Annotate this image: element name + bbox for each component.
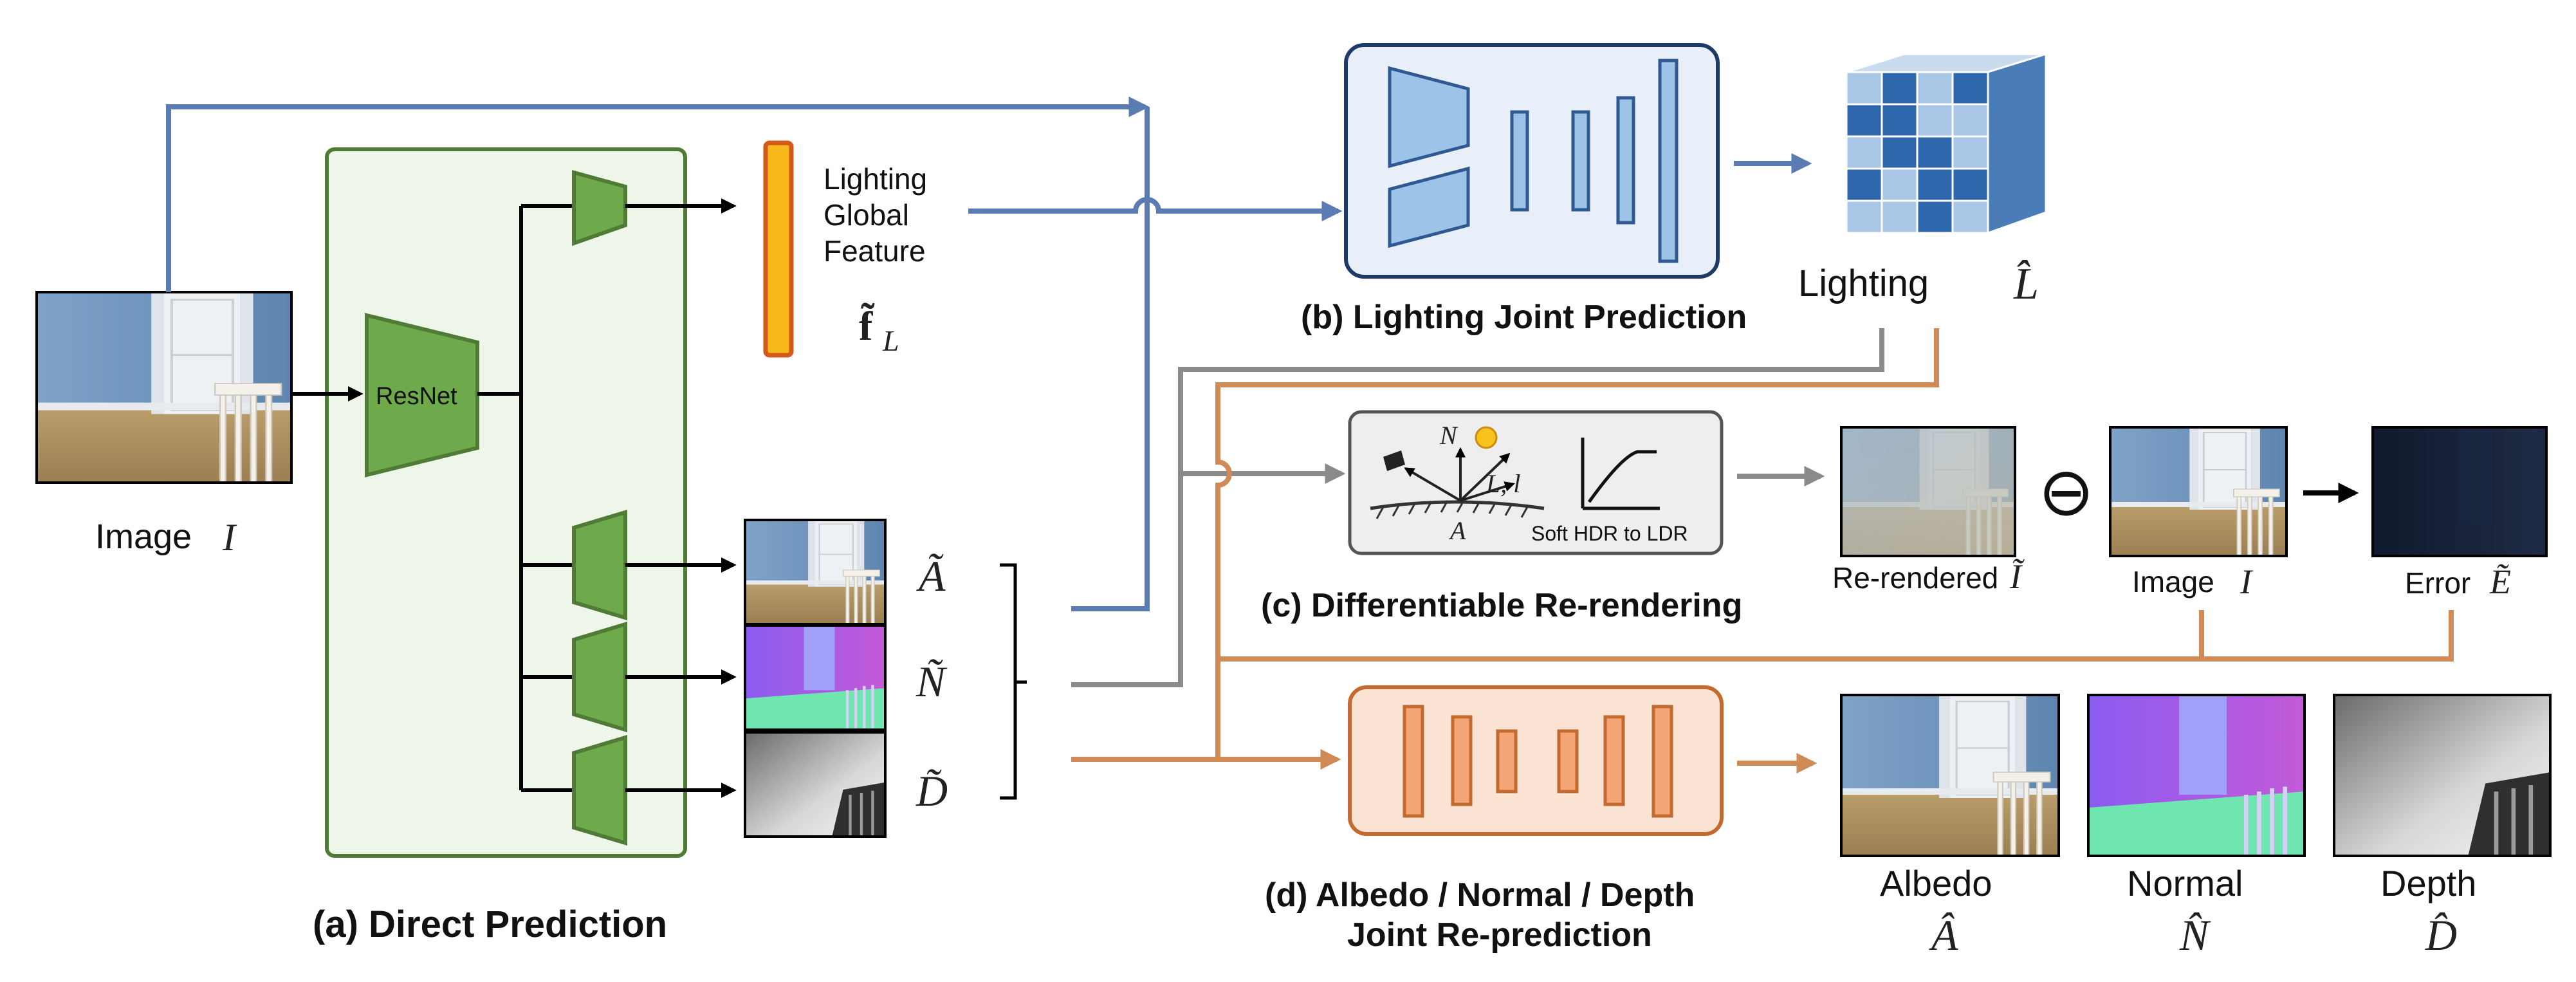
feature-symbol-sub: L — [882, 324, 899, 357]
normal-head — [572, 621, 737, 733]
depth-head — [572, 734, 737, 846]
cube-voxel — [1845, 103, 1883, 138]
orange-connectors — [1071, 328, 2454, 770]
final-depth-symbol: D̂ — [2425, 911, 2457, 959]
light-vector-label: L, l — [1486, 469, 1520, 498]
direct-prediction-caption: (a) Direct Prediction — [313, 903, 667, 945]
feature-label-line2: Global — [823, 198, 909, 232]
reprediction-caption-line1: (d) Albedo / Normal / Depth — [1265, 876, 1695, 914]
cube-voxel — [1951, 71, 1989, 106]
reprediction-caption-line2: Joint Re-prediction — [1347, 916, 1652, 954]
rerendered-label: Re-rendered — [1832, 561, 1998, 595]
image-to-lighting-connector — [166, 97, 1150, 292]
direct-depth-symbol: D̃ — [915, 766, 948, 815]
direct-outputs-brace — [1000, 563, 1027, 800]
final-albedo-symbol: Â — [1929, 911, 1958, 959]
surface-point-label: A — [1448, 516, 1466, 545]
albedo-to-lighting-connector — [1071, 107, 1150, 611]
direct-albedo-image — [744, 519, 887, 625]
input-image — [35, 291, 293, 484]
reference-image-label: Image — [2132, 565, 2214, 598]
reference-image-symbol: I — [2240, 562, 2254, 601]
reference-image — [2109, 426, 2288, 557]
input-image-label: Image — [95, 517, 192, 556]
error-label: Error — [2405, 566, 2470, 600]
feature-symbol: f̃ — [859, 302, 875, 349]
cube-voxel — [1916, 135, 1954, 170]
cube-voxel — [1845, 135, 1883, 170]
cube-voxel — [1881, 199, 1918, 234]
resnet-encoder — [365, 313, 479, 477]
final-normal-image — [2087, 694, 2306, 857]
resnet-branch-lines — [477, 204, 574, 792]
cube-voxel — [1845, 71, 1883, 106]
error-image — [2371, 426, 2548, 557]
lighting-volume-cube — [1845, 52, 2047, 235]
cube-voxel — [1916, 71, 1954, 106]
normal-to-rerender-connector — [1071, 328, 1884, 687]
input-image-symbol: I — [222, 516, 237, 559]
direct-prediction-panel — [325, 147, 687, 858]
rerender-box: N L, l A Soft HDR to LDR — [1348, 410, 1724, 555]
lighting-prediction-caption: (b) Lighting Joint Prediction — [1301, 299, 1747, 336]
cube-voxel — [1951, 103, 1989, 138]
direct-normal-image — [744, 624, 887, 731]
cube-voxel — [1845, 167, 1883, 202]
resnet-label: ResNet — [376, 383, 457, 410]
albedo-head — [572, 509, 737, 621]
final-depth-label: Depth — [2380, 863, 2476, 903]
direct-albedo-symbol: Ã — [916, 551, 946, 600]
final-normal-symbol: N̂ — [2179, 911, 2211, 959]
cube-voxel — [1881, 71, 1918, 106]
cube-voxel — [1881, 167, 1918, 202]
lighting-output-label: Lighting — [1798, 263, 1929, 304]
direct-normal-symbol: Ñ — [915, 657, 948, 706]
feature-label-line1: Lighting — [823, 162, 927, 196]
cube-voxel — [1916, 199, 1954, 234]
direct-depth-image — [744, 731, 887, 838]
final-albedo-label: Albedo — [1880, 863, 1992, 903]
cube-voxel — [1916, 167, 1954, 202]
cube-voxel — [1951, 199, 1989, 234]
cube-voxel — [1916, 103, 1954, 138]
final-depth-image — [2333, 694, 2552, 857]
normal-vector-label: N — [1439, 421, 1458, 450]
feature-to-lighting-connector — [968, 197, 1343, 221]
lighting-feature-head — [572, 170, 737, 246]
final-normal-label: Normal — [2127, 863, 2243, 903]
lighting-output-symbol: L̂ — [2013, 259, 2039, 309]
cube-voxel — [1951, 135, 1989, 170]
error-symbol: Ẽ — [2489, 562, 2511, 601]
final-albedo-image — [1840, 694, 2060, 857]
rerendered-symbol: Ĩ — [2009, 557, 2025, 596]
feature-label-line3: Feature — [823, 234, 926, 268]
reprediction-network-box — [1348, 685, 1724, 836]
cube-voxel — [1881, 103, 1918, 138]
tone-mapping-label: Soft HDR to LDR — [1531, 522, 1688, 545]
cube-voxel — [1845, 199, 1883, 234]
cube-voxel — [1881, 135, 1918, 170]
lighting-network-box — [1344, 43, 1720, 279]
minus-symbol: ⊖ — [2038, 455, 2094, 530]
lighting-global-feature-bar — [763, 140, 794, 358]
cube-voxel — [1951, 167, 1989, 202]
rerendering-caption: (c) Differentiable Re-rendering — [1261, 587, 1742, 624]
rerendered-image — [1840, 426, 2016, 557]
